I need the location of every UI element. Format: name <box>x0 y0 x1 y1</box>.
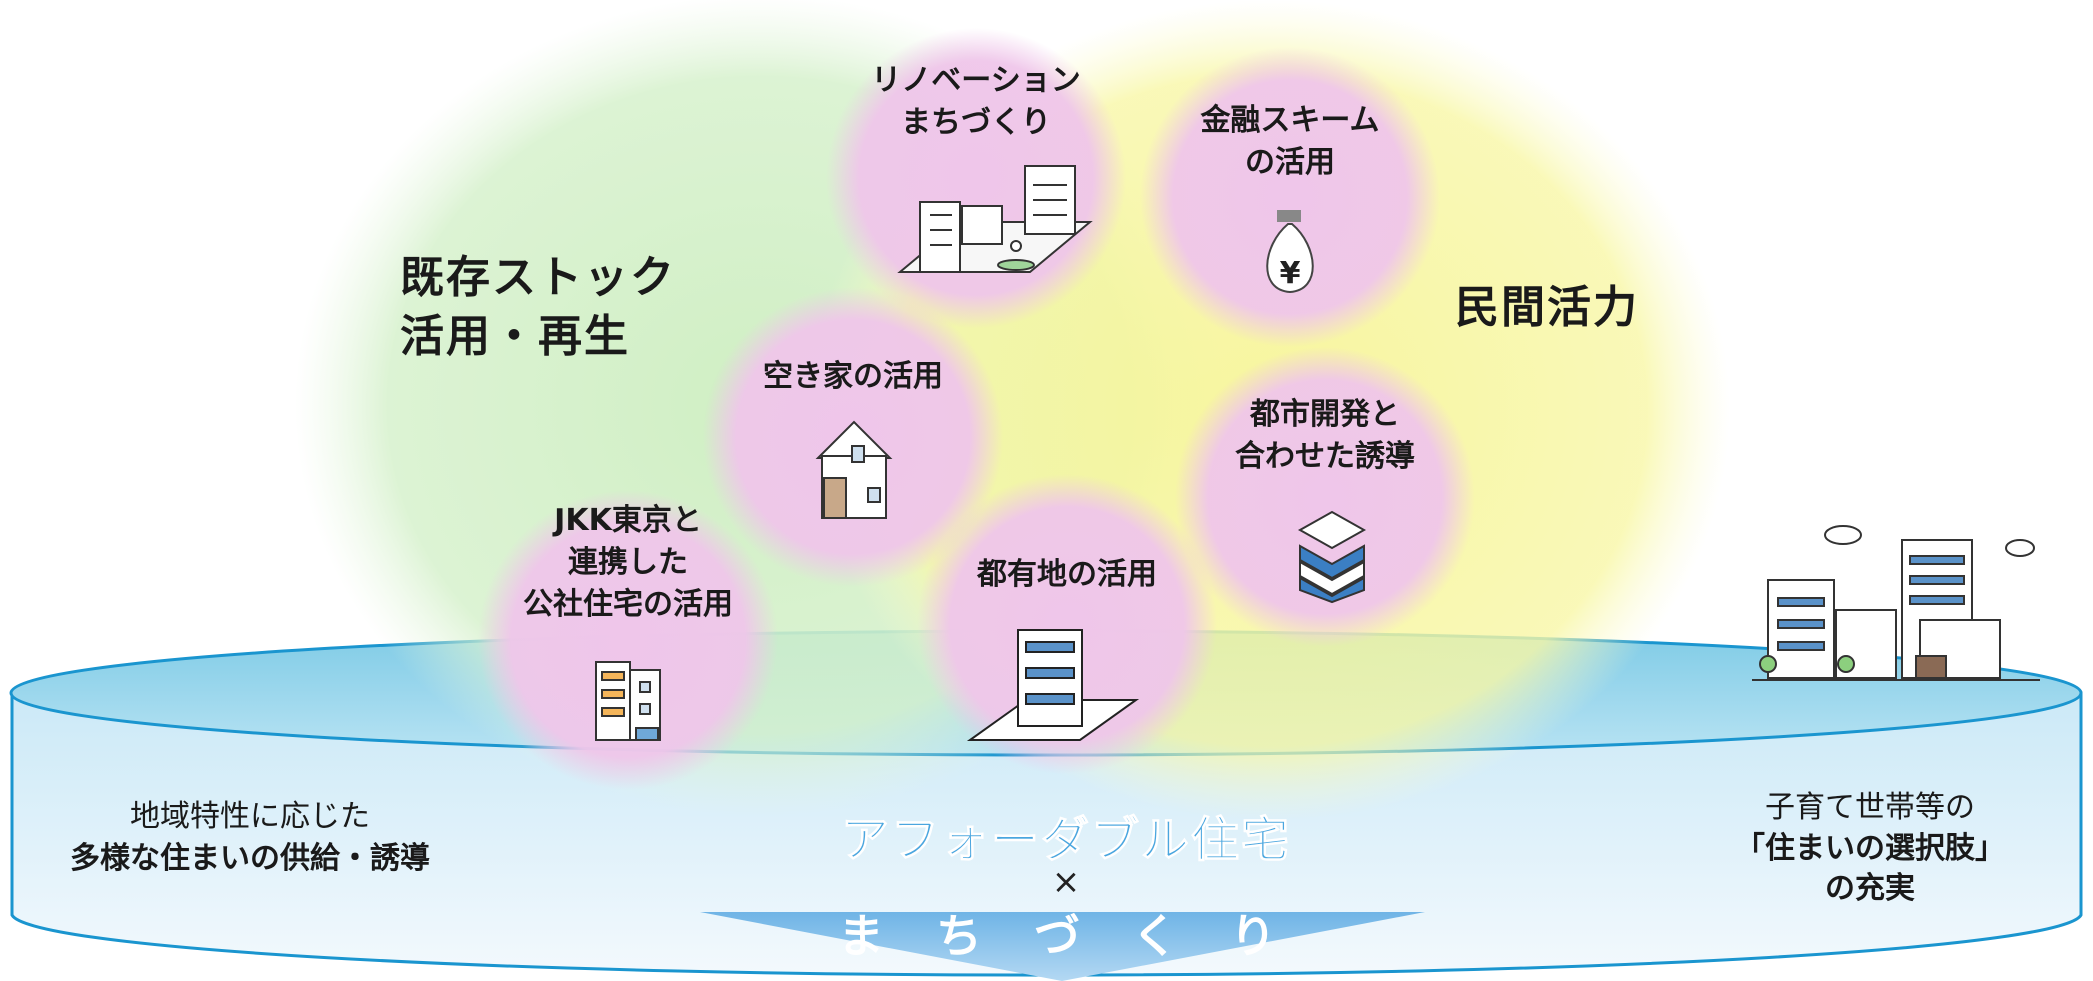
circle-finance <box>1140 47 1440 347</box>
vacant-house-label: 空き家の活用 <box>703 356 1003 398</box>
finance-label-line1: 金融スキーム <box>1200 103 1380 138</box>
house-icon <box>815 420 893 519</box>
base-right-line1: 子育て世帯等の <box>1765 790 1975 825</box>
jkk-label: JKK東京と 連携した 公社住宅の活用 <box>478 500 778 626</box>
stacked-building-icon <box>1297 510 1367 604</box>
existing-stock-label: 既存ストック 活用・再生 <box>400 248 676 367</box>
down-arrow <box>700 912 1425 981</box>
private-vitality-label: 民間活力 <box>1455 278 1639 337</box>
circle-jkk <box>478 490 778 790</box>
private-vitality-label-text: 民間活力 <box>1455 282 1639 333</box>
building-on-lot-icon <box>966 629 1140 741</box>
finance-label-line2: の活用 <box>1245 145 1335 180</box>
metro-land-label-line1: 都有地の活用 <box>977 557 1157 592</box>
jkk-label-line1: JKK東京と <box>554 503 702 538</box>
base-left-line1: 地域特性に応じた <box>130 799 370 834</box>
circle-metro-land <box>917 474 1217 774</box>
jkk-label-line2: 連携した <box>568 545 688 580</box>
base-right-line2: 「住まいの選択肢」 <box>1735 830 2005 866</box>
machizukuri-title: ま ち づ く り <box>837 909 1295 963</box>
jkk-label-line3: 公社住宅の活用 <box>523 587 733 622</box>
metro-land-label: 都有地の活用 <box>917 554 1217 596</box>
base-left-text: 地域特性に応じた 多様な住まいの供給・誘導 <box>30 796 470 880</box>
affordable-housing-title: アフォーダブル住宅 <box>840 812 1291 869</box>
urban-dev-label-line2: 合わせた誘導 <box>1235 439 1415 474</box>
base-right-text: 子育て世帯等の 「住まいの選択肢」 の充実 <box>1700 788 2040 910</box>
times-symbol: × <box>1051 862 1081 902</box>
existing-stock-label-line2: 活用・再生 <box>400 311 630 363</box>
svg-text:¥: ¥ <box>1280 256 1301 291</box>
existing-stock-label-line1: 既存ストック <box>400 252 676 303</box>
apartment-icon <box>595 661 661 741</box>
renovation-label: リノベーション まちづくり <box>826 60 1126 144</box>
base-left-line2: 多様な住まいの供給・誘導 <box>70 841 430 876</box>
urban-dev-label-line1: 都市開発と <box>1250 397 1400 432</box>
urban-dev-label: 都市開発と 合わせた誘導 <box>1175 394 1475 478</box>
vacant-house-label-line1: 空き家の活用 <box>763 359 943 394</box>
finance-label: 金融スキーム の活用 <box>1140 100 1440 184</box>
base-right-line3: の充実 <box>1825 871 1915 906</box>
renovation-label-line1: リノベーション <box>871 63 1081 98</box>
town-buildings-icon <box>897 165 1093 273</box>
yen-money-bag-icon: ¥ <box>1266 210 1314 294</box>
city-skyline-icon <box>1752 525 2040 681</box>
circle-urban-dev <box>1175 347 1475 647</box>
renovation-label-line2: まちづくり <box>901 105 1051 140</box>
